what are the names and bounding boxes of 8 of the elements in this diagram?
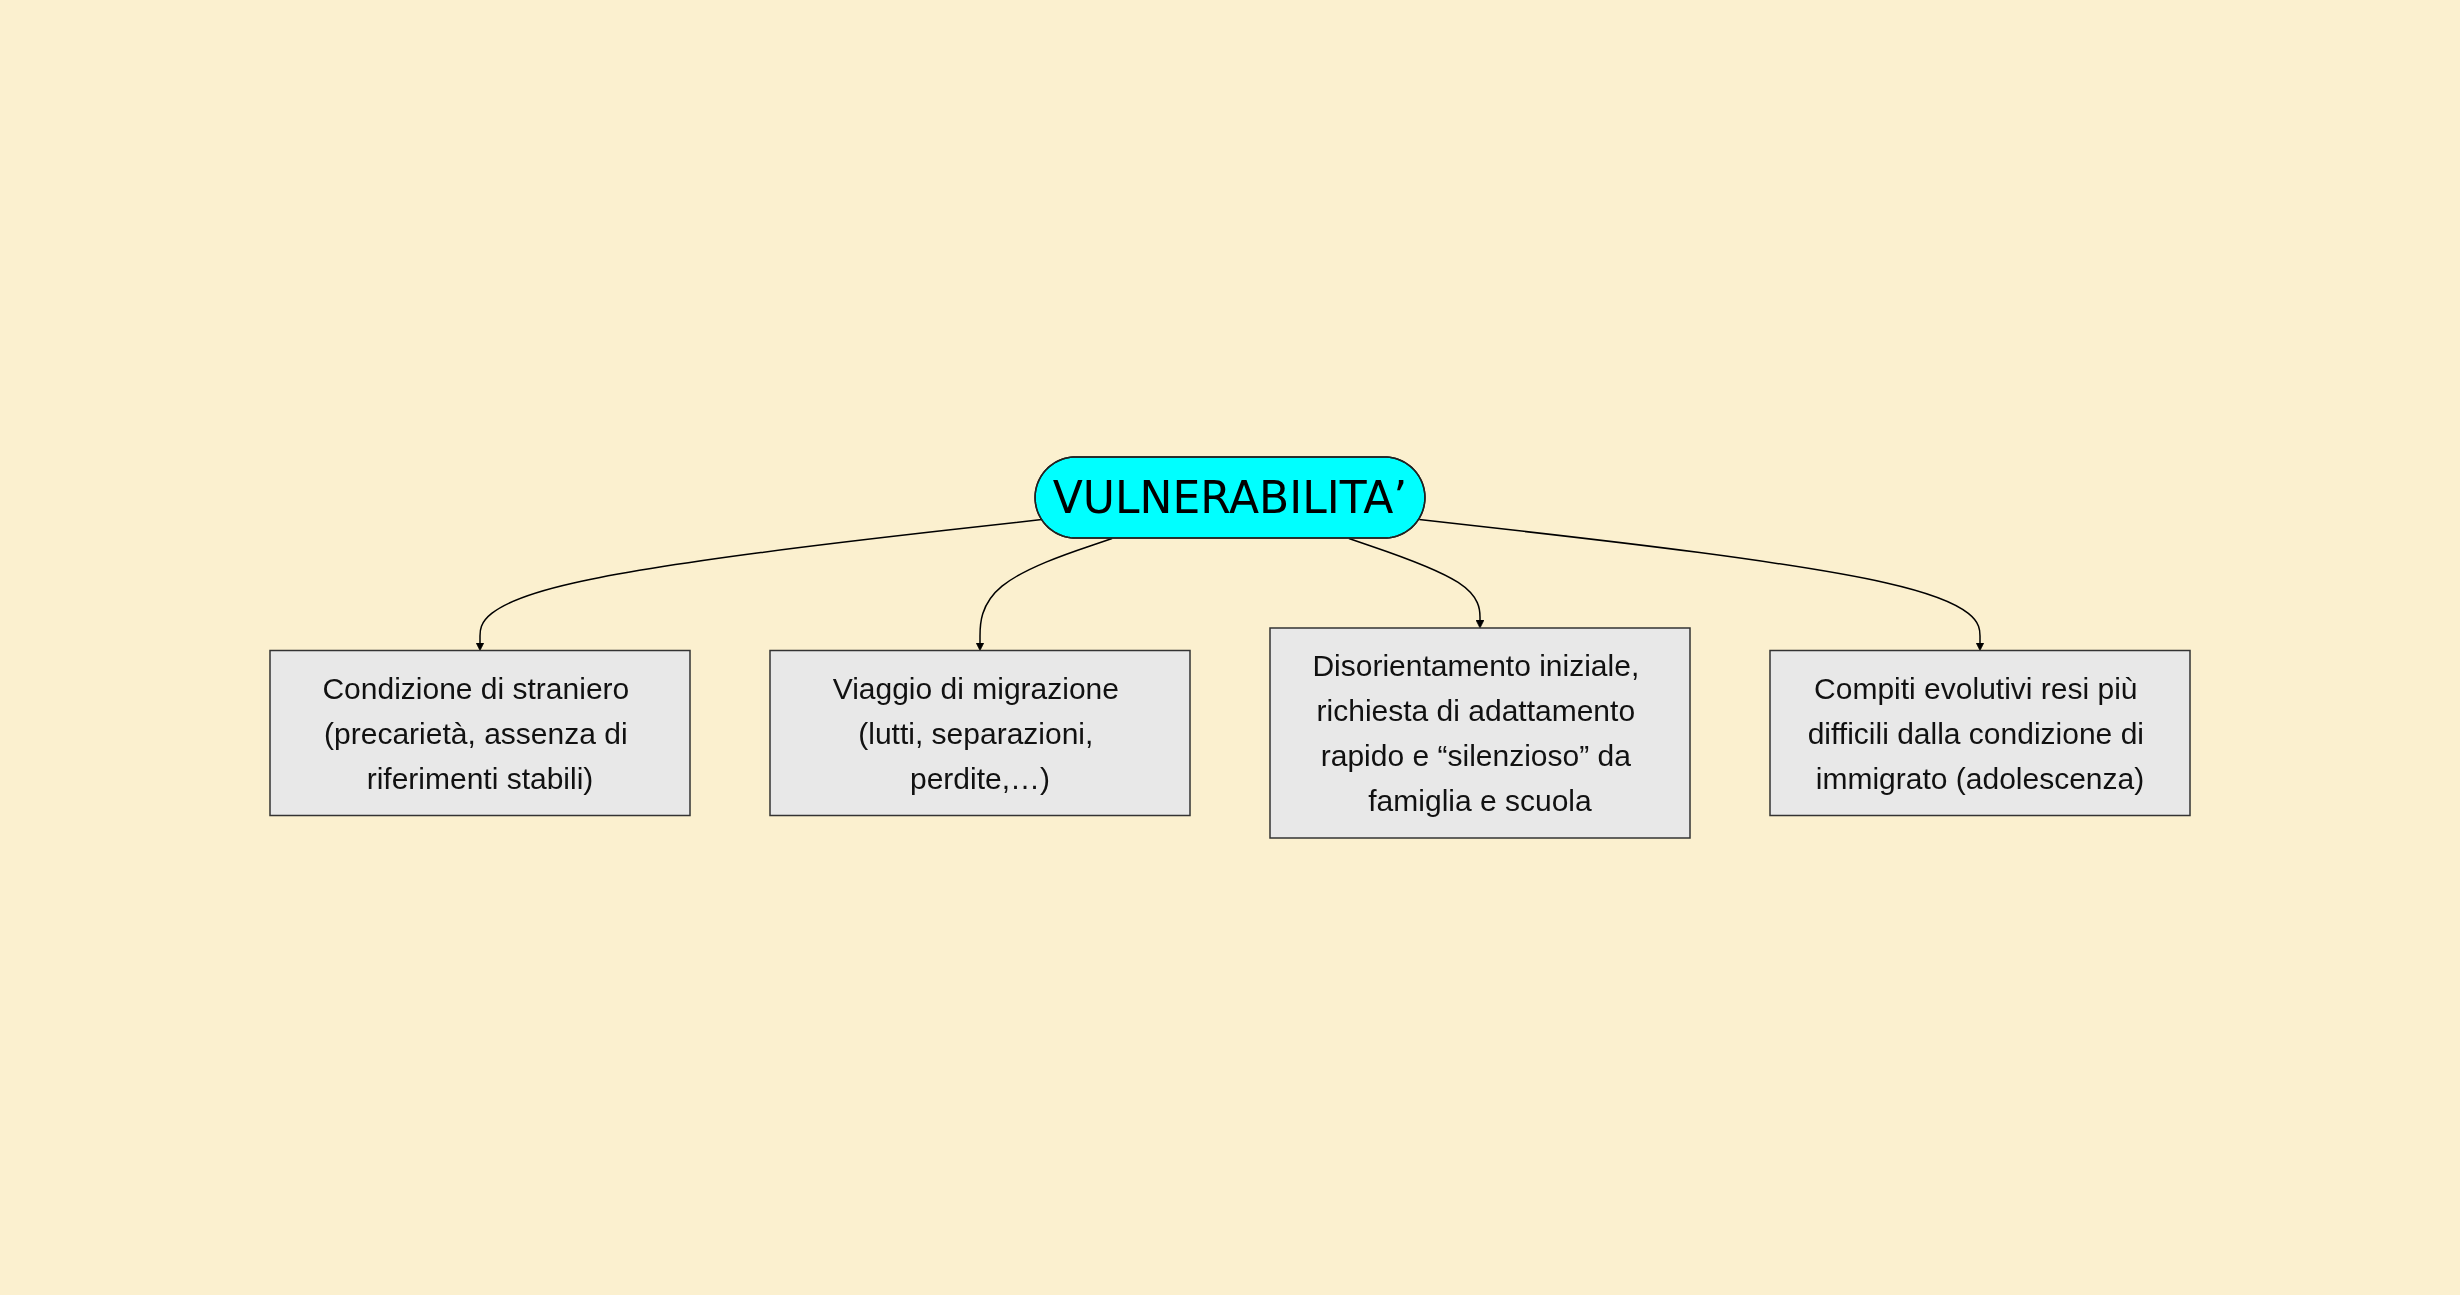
arrow [975,537,1113,651]
arrow [1418,518,1985,651]
node-box: Compiti evolutivi resi più difficili dalla condizione di immigrato (adolescenza) [1769,649,2191,817]
arrow [475,518,1043,651]
node-box: Disorientamento iniziale, richiesta di adattamento rapido e “silenzioso” da famiglia e scuola [1269,627,1691,839]
node-box: Condizione di straniero (precarietà, assenza di riferimenti stabili) [269,649,691,817]
arrow [1348,537,1485,629]
node-box: Viaggio di migrazione (lutti, separazioni, perdite,…) [769,649,1191,817]
